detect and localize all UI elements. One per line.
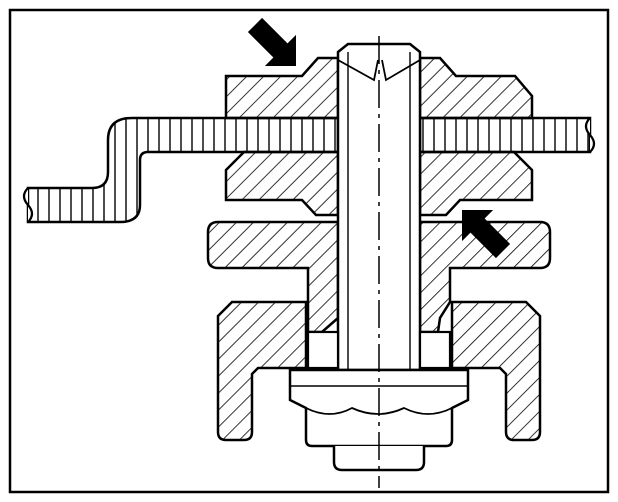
bolt-head-arc [305, 406, 453, 415]
right-strip [418, 116, 592, 154]
middle-nut-right [418, 150, 534, 217]
sleeve-left [306, 330, 340, 370]
lower-flange-right [418, 220, 552, 334]
bolt-tip [337, 59, 421, 82]
bottom-bracket-left [216, 300, 308, 442]
drawing-frame [8, 8, 610, 494]
bottom-bracket-right [450, 300, 542, 442]
break-line-right [584, 117, 596, 153]
lower-flange-left [206, 220, 340, 334]
press-arrow-icon [247, 17, 296, 66]
break-line-left [22, 187, 34, 223]
top-washer-left [224, 56, 340, 120]
press-arrow-icon [462, 210, 511, 259]
top-washer-right [418, 56, 534, 120]
middle-nut-left [224, 150, 340, 217]
sleeve-right [418, 330, 452, 370]
